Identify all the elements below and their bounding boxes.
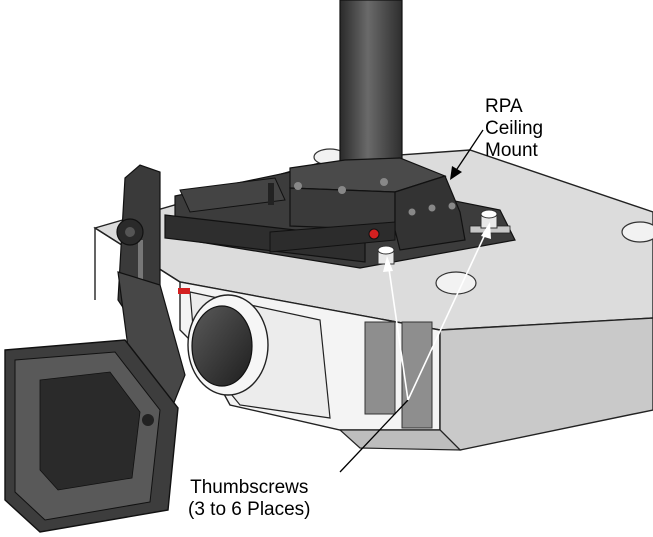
mount-bolt-3	[380, 178, 388, 186]
mount-crossbar	[269, 221, 396, 253]
mount-bolt-1	[294, 182, 302, 190]
mount-bolt-4	[408, 208, 416, 216]
mount-bolt-6	[448, 202, 456, 210]
rpa-ceiling-mount	[269, 157, 466, 253]
mount-leader-arrowhead	[450, 166, 462, 180]
thumbscrew-arrow-right	[407, 227, 489, 401]
mount-bolt-5	[428, 204, 436, 212]
thumbscrew-arrowhead-right	[481, 222, 491, 239]
projector-body	[93, 149, 653, 451]
projector-bottom-edge	[338, 429, 462, 451]
thumbscrews-label-line-2: (3 to 6 Places)	[188, 499, 311, 520]
vent-panel-right	[401, 321, 433, 429]
mount-label-line-2: Ceiling	[485, 118, 544, 139]
thumbscrew-arrow-left	[387, 261, 409, 401]
plate-arm-left	[179, 177, 286, 213]
projector-right-side	[439, 317, 653, 451]
shroud-pivot	[142, 414, 154, 426]
thumbscrew-arrowhead-left	[383, 256, 393, 272]
shroud-depth	[39, 371, 141, 491]
lens-shroud	[4, 271, 186, 533]
callout-arrows	[339, 129, 491, 473]
thumbscrews-label: Thumbscrews (3 to 6 Places)	[188, 477, 311, 521]
thumb-leader-line	[339, 399, 409, 473]
mount-bolt-2	[338, 186, 346, 194]
thumbscrews-label-line-1: Thumbscrews	[190, 477, 309, 498]
mount-label-line-3: Mount	[485, 140, 538, 161]
mount-red-knob	[368, 228, 380, 240]
plate-post	[268, 183, 274, 205]
vent-panel-left	[364, 321, 396, 415]
mount-label-line-1: RPA	[485, 96, 523, 117]
indicator-light	[178, 288, 190, 294]
thumbscrew-left	[377, 245, 395, 265]
rpa-ceiling-mount-label: RPA Ceiling Mount	[485, 96, 543, 162]
foot-front	[435, 271, 477, 295]
thumbscrews	[377, 209, 498, 265]
lens	[191, 305, 253, 387]
ceiling-pole	[339, 0, 403, 179]
mount-leader-line	[454, 129, 484, 173]
side-bracket-slot	[138, 240, 143, 290]
foot-right	[621, 221, 653, 243]
